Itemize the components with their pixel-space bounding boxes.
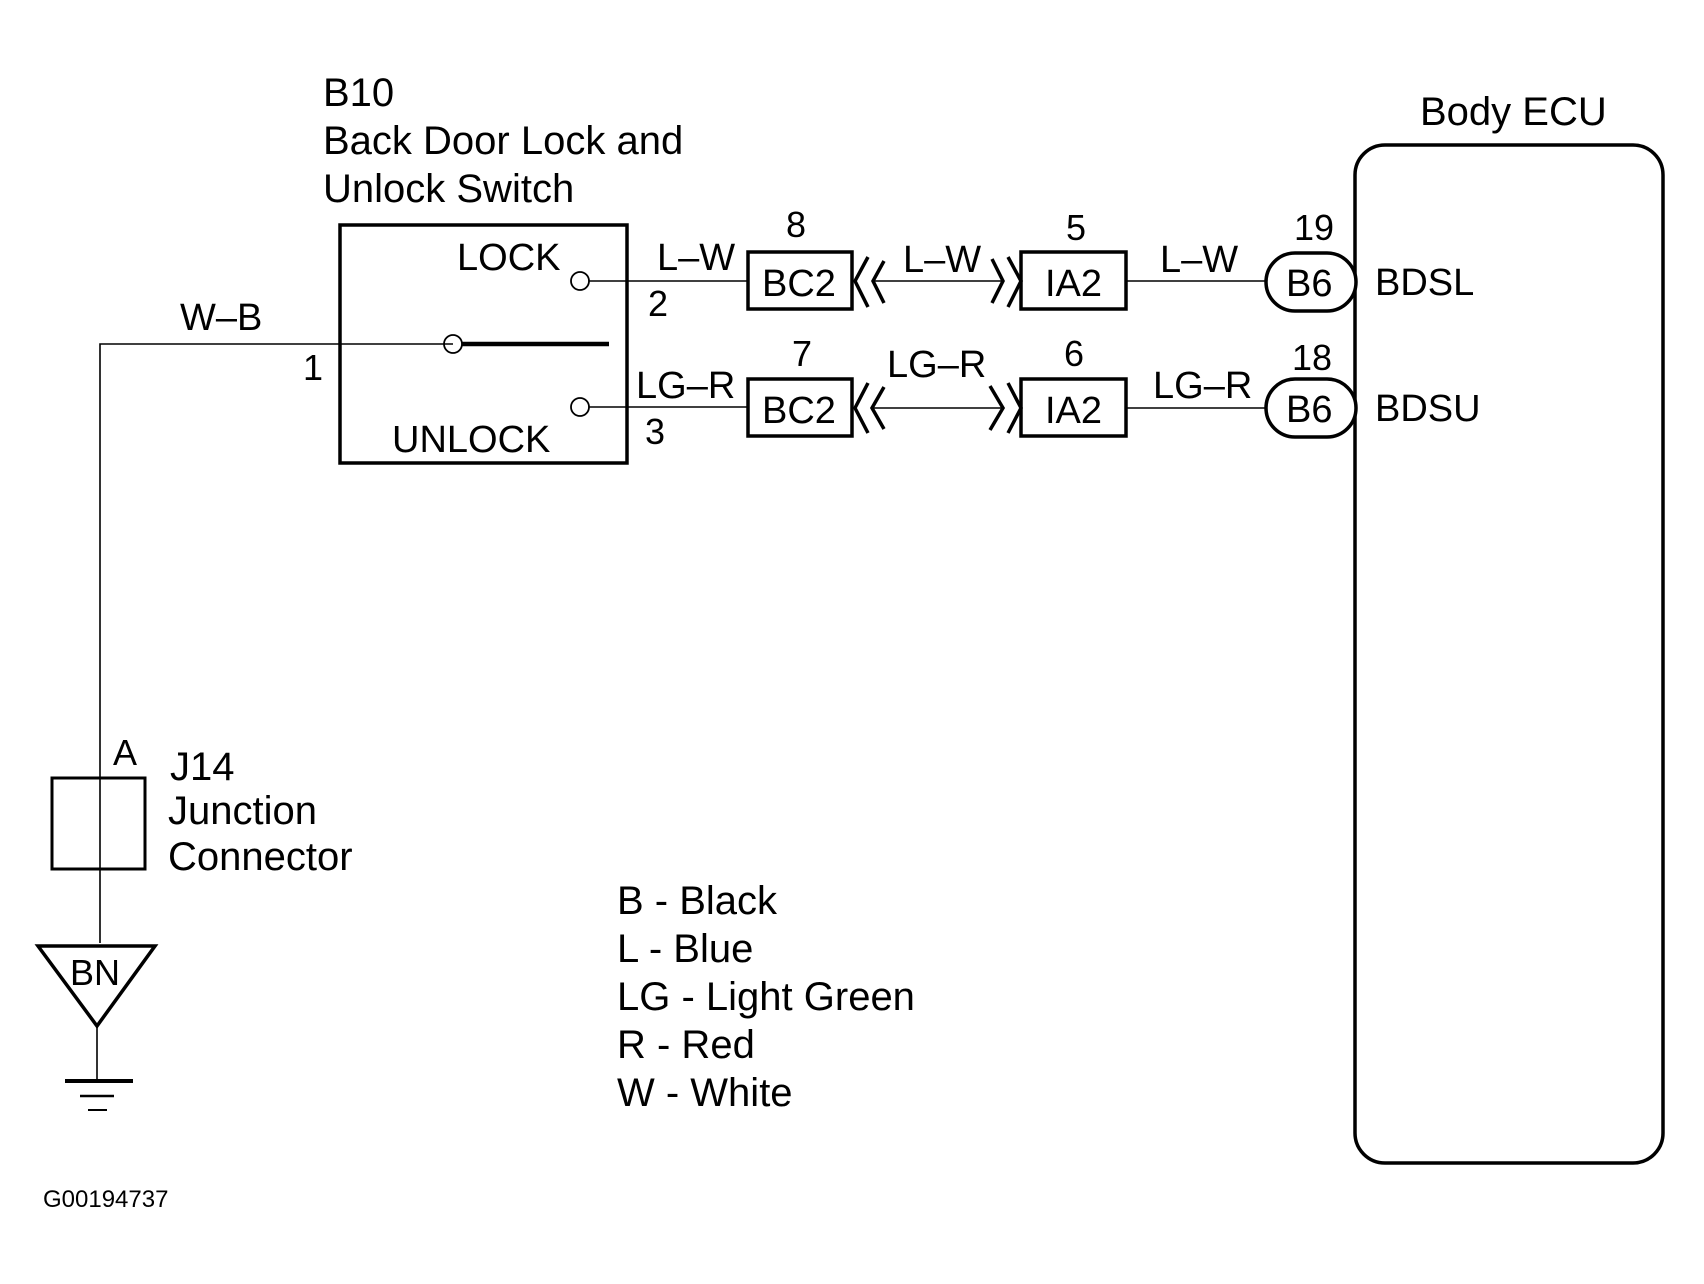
back-door-switch: B10 Back Door Lock and Unlock Switch LOC… [303,71,683,465]
switch-name-line2: Unlock Switch [323,167,574,211]
ecu-body [1353,143,1665,1165]
pin-unlock: 3 [645,411,665,452]
connector-bc2-unlock-label: BC2 [762,390,836,432]
connector-ia2-lock-chevron-2 [1006,256,1023,308]
lock-wire-color-2: L–W [903,239,981,281]
unlock-wire-color-1: LG–R [636,365,735,407]
pin-lock: 2 [648,283,668,324]
ground-circuit: W–B A J14 Junction Connector BN [34,297,453,1111]
connector-ia2-unlock-label: IA2 [1045,390,1102,432]
body-ecu: Body ECU B6 19 BDSL B6 18 BDSU [1264,90,1665,1165]
ecu-terminal-bdsl: BDSL [1375,262,1474,304]
wire-w-b [99,343,453,943]
ecu-connector-b6-bdsu [1264,377,1358,439]
connector-bc2-unlock [746,377,854,438]
unlock-contact [570,397,590,417]
connector-ia2-lock-chevron-1 [990,258,1005,304]
ecu-connector-b6-bdsl [1264,251,1358,313]
lock-contact [570,271,590,291]
switch-name-line1: Back Door Lock and [323,119,683,163]
legend-item: LG - Light Green [617,975,915,1019]
switch-code: B10 [323,71,394,115]
connector-ia2-unlock-chevron-1 [988,385,1006,431]
junction-name-line2: Connector [168,835,353,879]
connector-ia2-unlock-pin: 6 [1064,333,1084,374]
legend-item: B - Black [617,879,778,923]
figure-id: G00194737 [43,1186,168,1213]
lock-wire-color-3: L–W [1160,239,1238,281]
connector-bc2-lock-chevron-1 [853,256,870,308]
ecu-connector-b6-bdsu-label: B6 [1286,389,1332,431]
unlock-position-label: UNLOCK [392,419,550,461]
ground-point-label: BN [70,952,120,993]
connector-ia2-lock-pin: 5 [1066,207,1086,248]
connector-ia2-unlock-chevron-2 [1006,382,1023,434]
wire-color-legend: B - Black L - Blue LG - Light Green R - … [617,879,915,1115]
unlock-circuit: LG–R BC2 7 LG–R IA2 6 LG–R [589,333,1266,438]
connector-ia2-lock-label: IA2 [1045,263,1102,305]
legend-item: R - Red [617,1023,755,1067]
ecu-connector-b6-bdsl-label: B6 [1286,263,1332,305]
unlock-wire-color-2: LG–R [887,344,986,386]
connector-bc2-lock [746,250,854,311]
ecu-title: Body ECU [1420,90,1607,134]
connector-bc2-lock-chevron-2 [871,260,886,304]
junction-connector [50,776,147,871]
pin-common: 1 [303,347,323,388]
connector-bc2-lock-pin: 8 [786,204,806,245]
ecu-connector-b6-bdsl-pin: 19 [1294,207,1334,248]
ground-point-triangle [34,944,159,1029]
lock-circuit: L–W BC2 8 L–W IA2 5 L–W [589,204,1266,311]
legend-item: L - Blue [617,927,753,971]
connector-bc2-lock-label: BC2 [762,263,836,305]
lock-position-label: LOCK [457,237,560,279]
ground-icon [65,1079,133,1111]
wire-color-w-b: W–B [180,297,262,339]
connector-bc2-unlock-chevron-1 [853,382,870,434]
ecu-connector-b6-bdsu-pin: 18 [1292,337,1332,378]
connector-bc2-unlock-pin: 7 [792,333,812,374]
unlock-wire-color-3: LG–R [1153,365,1252,407]
legend-item: W - White [617,1071,793,1115]
junction-code: J14 [170,745,235,789]
lock-wire-color-1: L–W [657,237,735,279]
junction-pin: A [113,732,137,773]
ecu-terminal-bdsu: BDSU [1375,388,1481,430]
junction-name-line1: Junction [168,789,317,833]
